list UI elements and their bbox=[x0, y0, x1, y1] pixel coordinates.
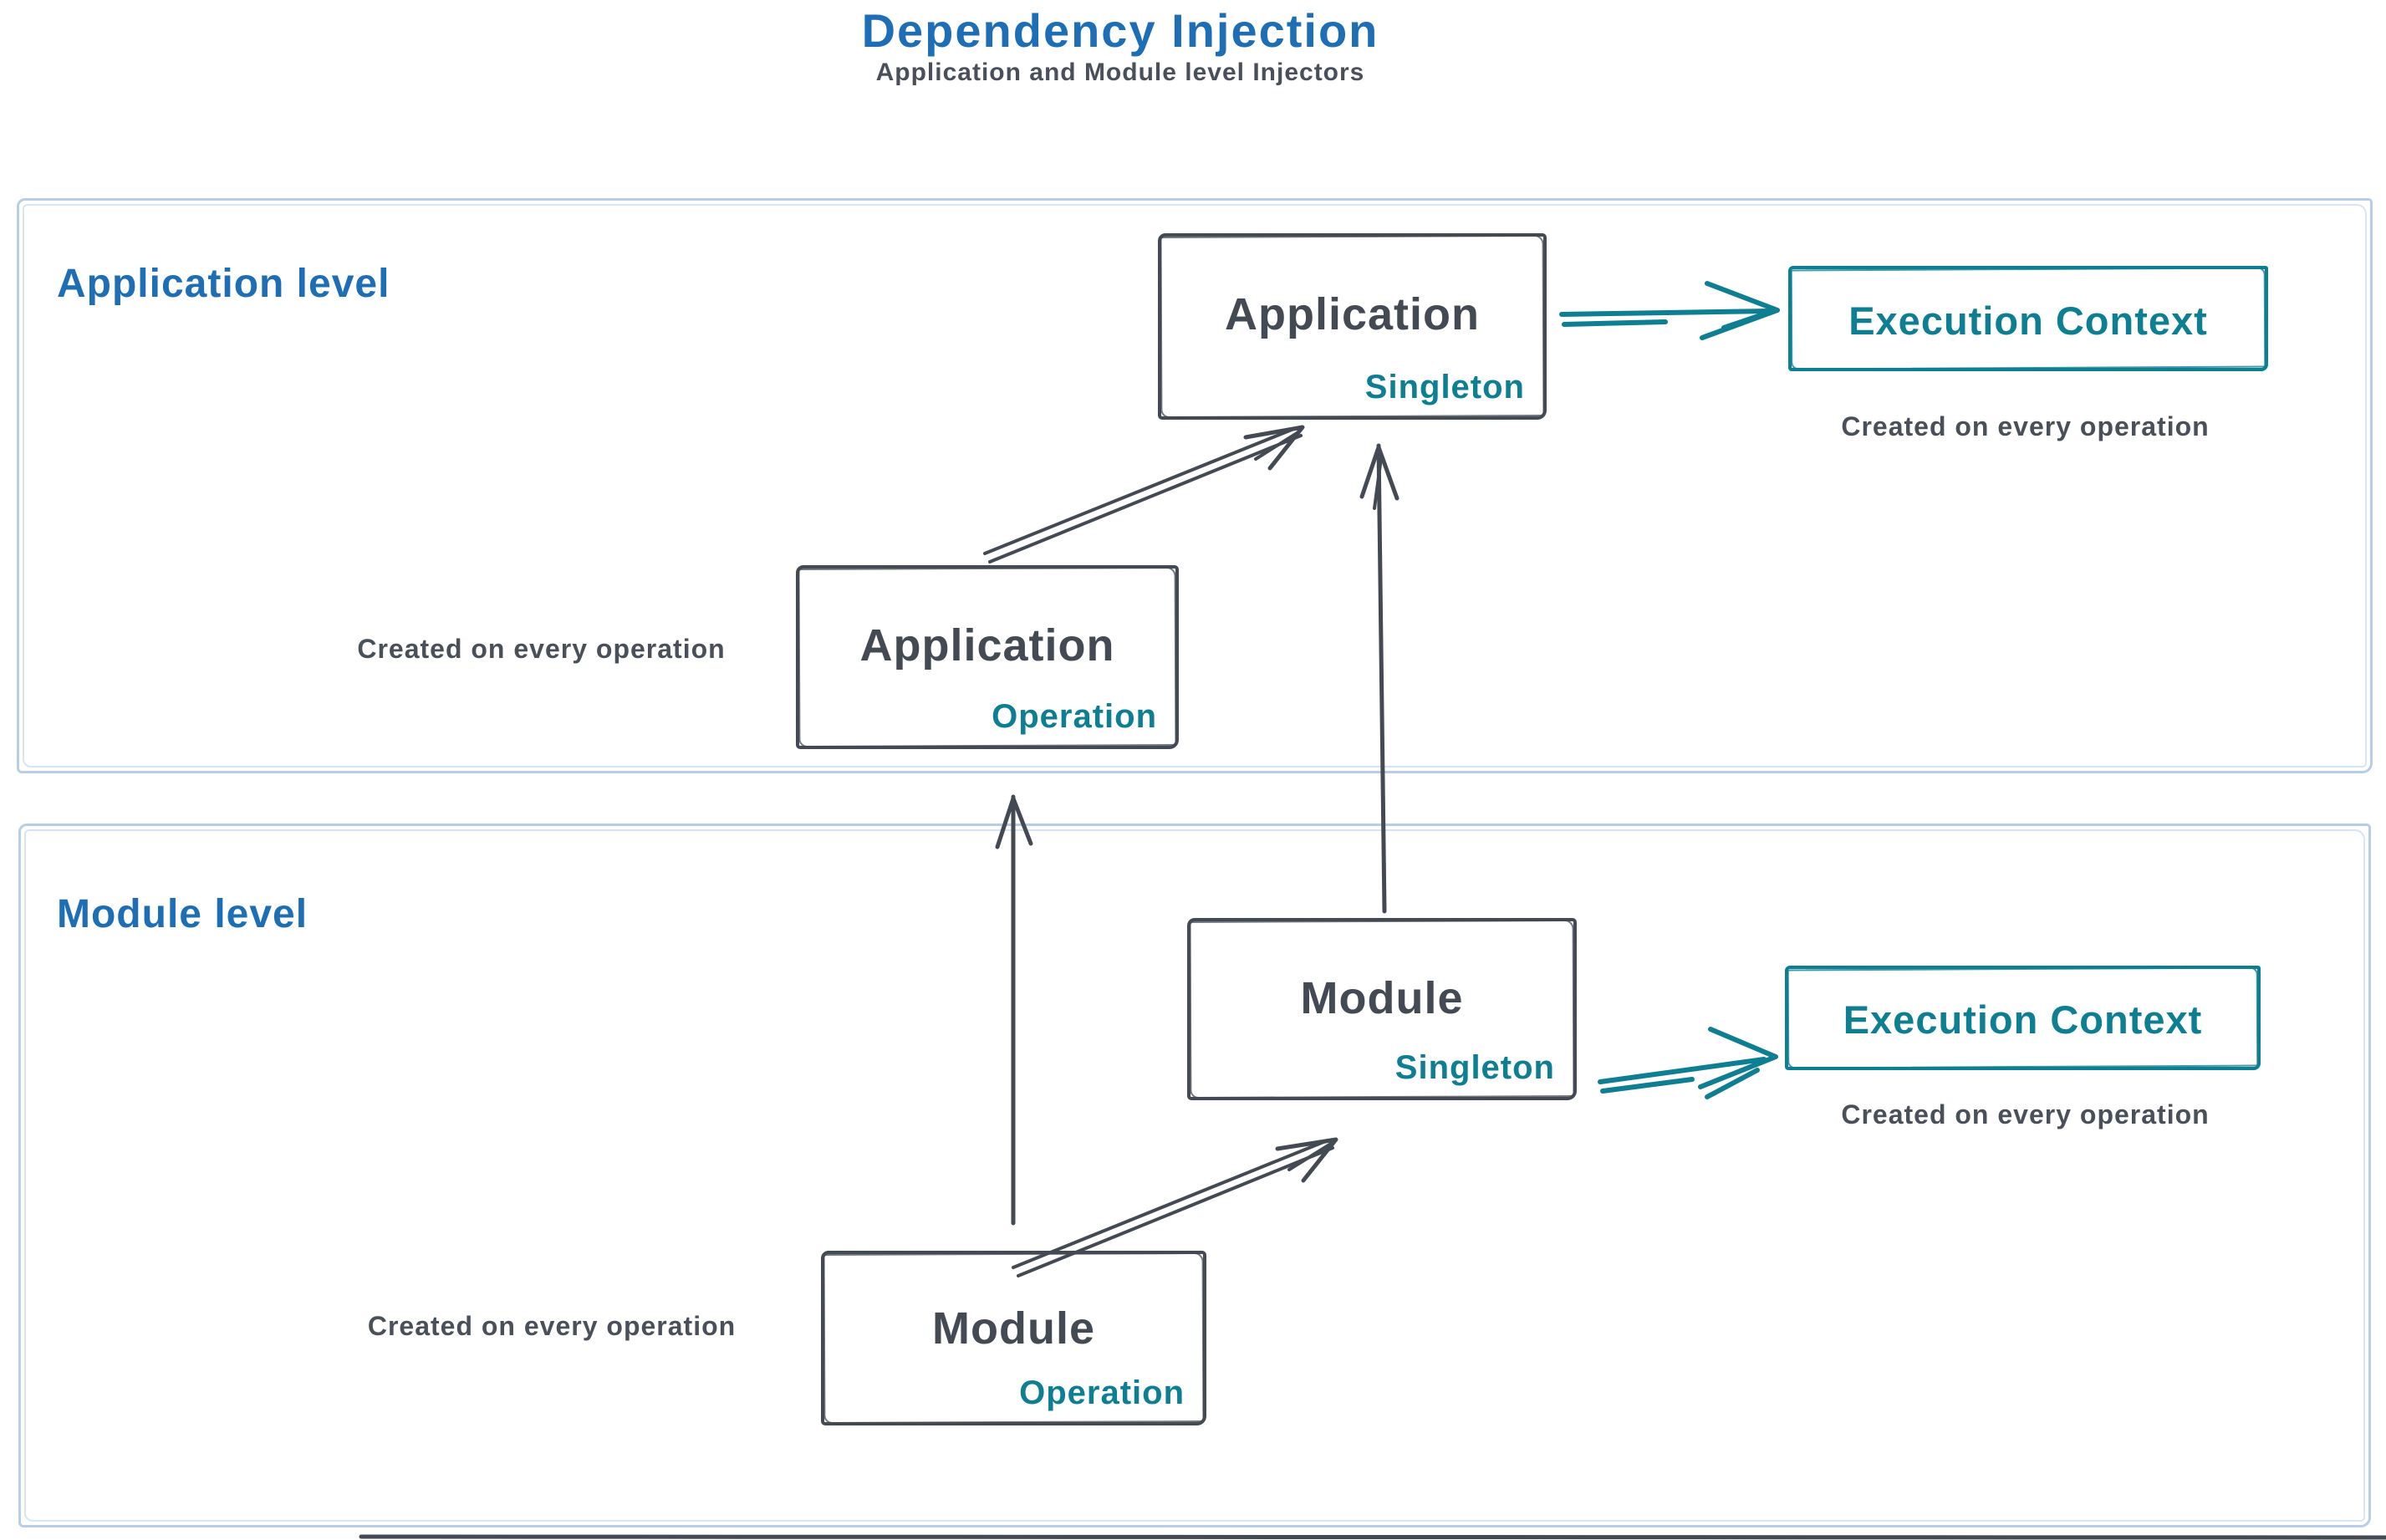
module-level-label: Module level bbox=[57, 892, 308, 936]
caption-module-operation: Created on every operation bbox=[367, 1311, 737, 1341]
node-application-singleton-scope: Singleton bbox=[1364, 369, 1525, 405]
application-level-section bbox=[17, 198, 2373, 773]
page-subtitle: Application and Module level Injectors bbox=[875, 59, 1365, 86]
caption-application-execution-context: Created on every operation bbox=[1841, 411, 2210, 441]
node-module-operation: Module Operation bbox=[821, 1251, 1206, 1425]
execution-context-box-application: Execution Context bbox=[1788, 266, 2268, 371]
node-application-operation-scope: Operation bbox=[992, 698, 1157, 735]
node-module-singleton-scope: Singleton bbox=[1394, 1049, 1555, 1086]
node-application-operation-title: Application bbox=[859, 620, 1115, 671]
execution-context-label-application: Execution Context bbox=[1848, 298, 2208, 343]
execution-context-label-module: Execution Context bbox=[1843, 997, 2203, 1042]
node-application-singleton-title: Application bbox=[1225, 289, 1480, 340]
node-application-operation: Application Operation bbox=[796, 565, 1179, 749]
page-title: Dependency Injection bbox=[861, 4, 1379, 57]
module-level-section bbox=[18, 824, 2371, 1527]
node-module-singleton-title: Module bbox=[1300, 972, 1464, 1023]
application-level-label: Application level bbox=[57, 262, 390, 306]
caption-application-operation: Created on every operation bbox=[357, 634, 726, 664]
caption-module-execution-context: Created on every operation bbox=[1841, 1099, 2210, 1130]
node-module-operation-title: Module bbox=[932, 1303, 1095, 1354]
node-application-singleton: Application Singleton bbox=[1158, 233, 1547, 420]
execution-context-box-module: Execution Context bbox=[1785, 966, 2261, 1070]
node-module-operation-scope: Operation bbox=[1019, 1374, 1185, 1411]
node-module-singleton: Module Singleton bbox=[1187, 918, 1577, 1100]
